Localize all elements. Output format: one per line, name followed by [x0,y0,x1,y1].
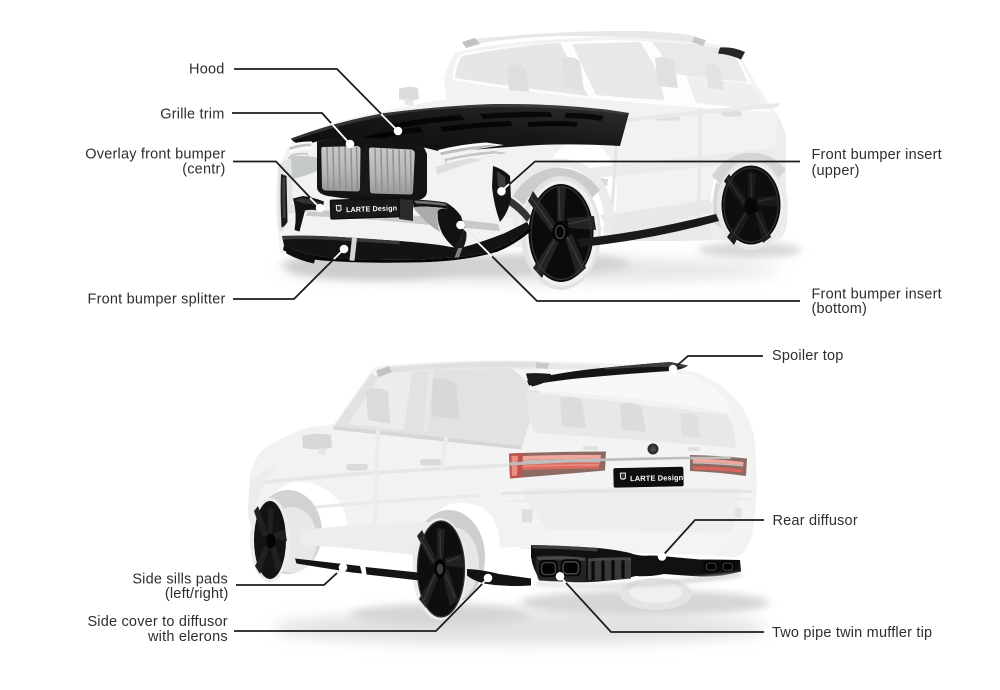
svg-text:Overlay front bumper: Overlay front bumper [85,146,225,162]
svg-text:LARTE Design: LARTE Design [346,203,397,214]
svg-text:Side sills pads: Side sills pads [132,571,228,587]
svg-text:Side cover to diffusor: Side cover to diffusor [87,614,227,630]
svg-text:Front bumper insert: Front bumper insert [812,147,942,163]
svg-text:Grille trim: Grille trim [160,106,224,122]
svg-text:with elerons: with elerons [147,629,228,645]
svg-text:Hood: Hood [189,62,224,78]
svg-text:LARTE Design: LARTE Design [630,473,684,483]
svg-text:(left/right): (left/right) [165,586,229,602]
svg-text:Two pipe twin muffler tip: Two pipe twin muffler tip [772,625,932,641]
svg-text:Rear diffusor: Rear diffusor [773,513,858,529]
svg-text:Spoiler top: Spoiler top [772,348,844,364]
svg-text:Front bumper splitter: Front bumper splitter [88,291,226,307]
svg-text:(centr): (centr) [182,162,225,178]
svg-text:(bottom): (bottom) [812,301,868,317]
svg-text:Front bumper insert: Front bumper insert [812,287,942,303]
svg-text:(upper): (upper) [812,163,860,179]
